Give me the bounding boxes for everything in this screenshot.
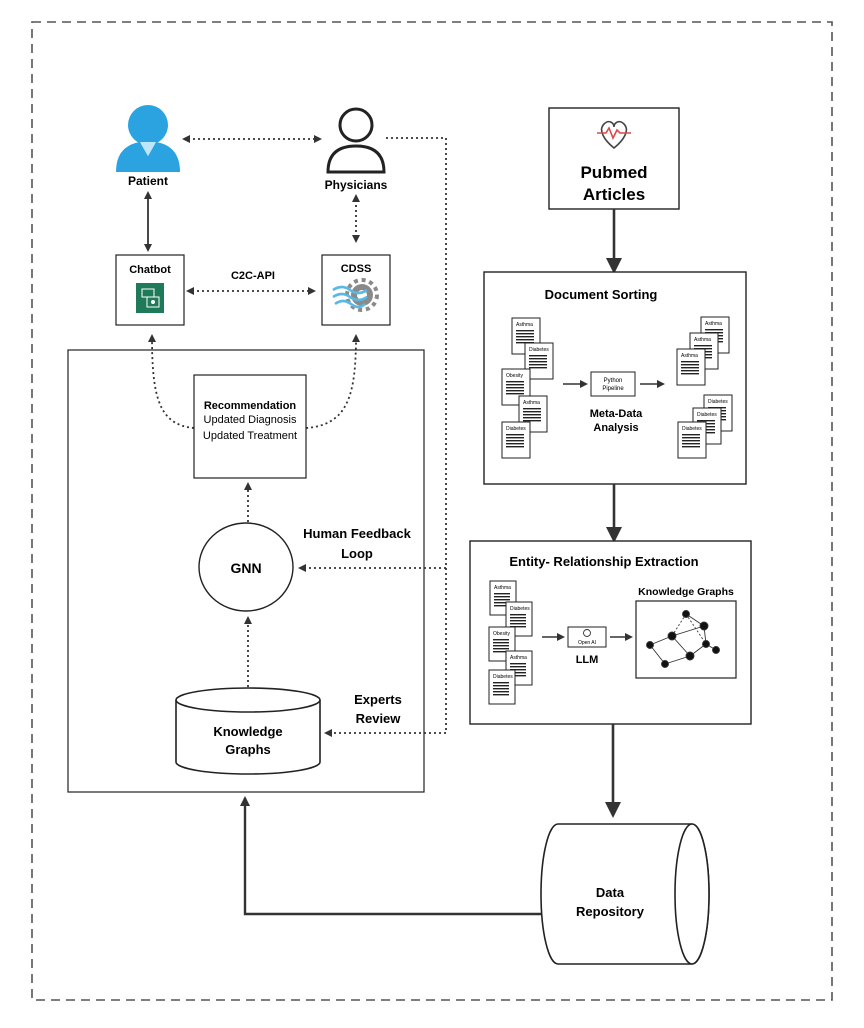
meta-data-line2: Analysis bbox=[593, 422, 638, 434]
document-label: Asthma bbox=[510, 655, 527, 661]
document-label: Asthma bbox=[494, 585, 511, 591]
document-label: Diabetes bbox=[529, 347, 549, 353]
cdss-label: CDSS bbox=[341, 263, 372, 275]
data-repository-cylinder bbox=[540, 823, 710, 965]
experts-label-line2: Review bbox=[356, 711, 402, 726]
patient-label: Patient bbox=[128, 174, 168, 188]
api-label: C2C-API bbox=[231, 270, 275, 282]
document-label: Asthma bbox=[516, 322, 533, 328]
recommendation-line2: Updated Treatment bbox=[203, 430, 297, 442]
repository-to-left-panel bbox=[240, 796, 541, 916]
extraction-title: Entity- Relationship Extraction bbox=[509, 554, 698, 569]
document-label: Asthma bbox=[705, 321, 722, 327]
recommendation-box bbox=[193, 374, 307, 479]
llm-label: LLM bbox=[576, 654, 599, 666]
repository-line1: Data bbox=[596, 885, 625, 900]
document-icon: Diabetes bbox=[488, 669, 516, 705]
pubmed-line2: Articles bbox=[583, 185, 645, 204]
heart-pulse-icon bbox=[597, 120, 631, 150]
openai-label: Open AI bbox=[578, 640, 596, 646]
document-icon: Diabetes bbox=[501, 421, 531, 459]
physician-icon bbox=[326, 107, 386, 174]
openai-icon bbox=[583, 629, 591, 637]
repository-line2: Repository bbox=[576, 904, 645, 919]
document-label: Diabetes bbox=[506, 426, 526, 432]
document-icon: Asthma bbox=[676, 348, 706, 386]
meta-data-line1: Meta-Data bbox=[590, 408, 643, 420]
document-label: Diabetes bbox=[682, 426, 702, 432]
gnn-label: GNN bbox=[230, 560, 261, 576]
outer-dashed-border bbox=[31, 21, 833, 1001]
document-label: Diabetes bbox=[510, 606, 530, 612]
kg-label-line1: Knowledge bbox=[213, 724, 282, 739]
cdss-gear-icon bbox=[332, 278, 379, 312]
document-label: Asthma bbox=[694, 337, 711, 343]
document-label: Diabetes bbox=[493, 674, 513, 680]
document-icon: Obesity bbox=[488, 626, 516, 662]
pubmed-line1: Pubmed bbox=[580, 163, 647, 182]
physician-feedback-path bbox=[386, 137, 447, 733]
physicians-label: Physicians bbox=[325, 178, 388, 192]
document-icon: Diabetes bbox=[677, 421, 707, 459]
experts-label-line1: Experts bbox=[354, 692, 402, 707]
chatbot-label: Chatbot bbox=[129, 264, 171, 276]
document-label: Obesity bbox=[506, 373, 523, 379]
document-label: Asthma bbox=[523, 400, 540, 406]
kg-cylinder bbox=[175, 687, 321, 775]
document-label: Diabetes bbox=[697, 412, 717, 418]
recommendation-to-cdss bbox=[305, 334, 360, 429]
kg-panel-title: Knowledge Graphs bbox=[638, 586, 734, 598]
openai-box bbox=[567, 626, 607, 648]
patient-icon bbox=[116, 105, 180, 172]
pubmed-box bbox=[548, 107, 680, 210]
document-label: Diabetes bbox=[708, 399, 728, 405]
document-label: Asthma bbox=[681, 353, 698, 359]
kg-label-line2: Graphs bbox=[225, 742, 271, 757]
python-pipeline-box bbox=[590, 371, 636, 397]
gnn-node bbox=[198, 522, 294, 612]
python-pipeline-line1: Python bbox=[604, 378, 623, 384]
document-label: Obesity bbox=[493, 631, 510, 637]
feedback-label-line1: Human Feedback bbox=[303, 526, 411, 541]
recommendation-line1: Updated Diagnosis bbox=[204, 414, 297, 426]
recommendation-title: Recommendation bbox=[204, 400, 297, 412]
document-sorting-title: Document Sorting bbox=[545, 287, 658, 302]
chatbot-icon bbox=[136, 283, 164, 313]
knowledge-graph-network bbox=[646, 610, 720, 668]
left-panel-box bbox=[67, 349, 425, 793]
recommendation-to-chatbot bbox=[148, 334, 195, 429]
python-pipeline-line2: Pipeline bbox=[602, 386, 624, 392]
feedback-label-line2: Loop bbox=[341, 546, 373, 561]
document-icon: Asthma bbox=[489, 580, 517, 616]
